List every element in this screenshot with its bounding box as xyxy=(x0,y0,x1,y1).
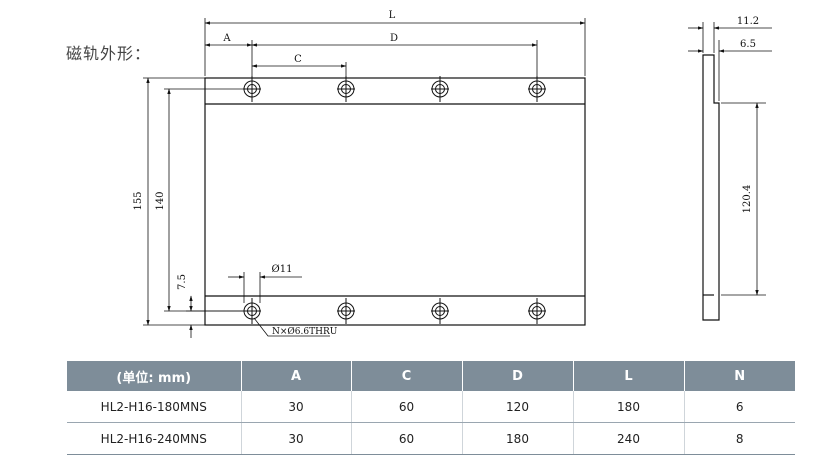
mounting-hole xyxy=(337,76,355,102)
table-cell: 180 xyxy=(573,391,685,423)
table-header-row: (单位: mm) A C D L N xyxy=(67,361,795,391)
table-cell: 30 xyxy=(241,422,352,455)
side-dimension-lines xyxy=(688,22,772,296)
magnetic-track-drawing: L A D C 155 140 7.5 Ø11 N×Ø6.6THRU 11.2 … xyxy=(133,10,772,338)
table-cell: 30 xyxy=(241,391,352,423)
hole-note-label: N×Ø6.6THRU xyxy=(272,326,338,337)
top-holes xyxy=(243,76,546,102)
dim-A-label: A xyxy=(222,33,231,44)
header-C: C xyxy=(351,361,463,391)
dim-11-2-label: 11.2 xyxy=(737,16,759,27)
header-L: L xyxy=(573,361,685,391)
front-view xyxy=(204,77,586,326)
header-D: D xyxy=(462,361,574,391)
header-unit: (单位: mm) xyxy=(67,361,242,391)
spec-table: (单位: mm) A C D L N HL2-H16-180MNS 30 60 … xyxy=(67,361,795,455)
table-cell: 180 xyxy=(462,422,574,455)
side-view xyxy=(702,54,720,321)
table-cell: 240 xyxy=(573,422,685,455)
front-dimension-lines xyxy=(143,18,586,338)
table-cell: 60 xyxy=(351,422,463,455)
hole-note-leader xyxy=(253,317,330,337)
table-cell: 60 xyxy=(351,391,463,423)
dim-dia11-label: Ø11 xyxy=(272,264,293,275)
dim-7-5-label: 7.5 xyxy=(177,274,188,290)
dim-155-label: 155 xyxy=(133,191,144,210)
dim-140-label: 140 xyxy=(155,191,166,210)
section-heading: 磁轨外形： xyxy=(66,44,152,63)
side-profile xyxy=(702,54,720,321)
table-cell: 8 xyxy=(684,422,795,455)
mounting-hole xyxy=(431,298,449,324)
mounting-hole xyxy=(431,76,449,102)
dim-L-label: L xyxy=(389,10,396,21)
dim-C-label: C xyxy=(294,54,302,65)
table-row: HL2-H16-180MNS 30 60 120 180 6 xyxy=(67,391,795,423)
model-cell: HL2-H16-240MNS xyxy=(67,422,242,455)
table-cell: 120 xyxy=(462,391,574,423)
header-A: A xyxy=(241,361,352,391)
mounting-hole xyxy=(528,298,546,324)
bottom-holes xyxy=(243,298,546,324)
plate-outline xyxy=(204,77,586,326)
mounting-hole xyxy=(528,76,546,102)
table-cell: 6 xyxy=(684,391,795,423)
table-row: HL2-H16-240MNS 30 60 180 240 8 xyxy=(67,422,795,455)
dim-120-4-label: 120.4 xyxy=(742,185,753,214)
mounting-hole xyxy=(243,298,261,324)
mounting-hole xyxy=(337,298,355,324)
header-N: N xyxy=(684,361,795,391)
dim-D-label: D xyxy=(390,33,398,44)
dim-6-5-label: 6.5 xyxy=(740,39,756,50)
model-cell: HL2-H16-180MNS xyxy=(67,391,242,423)
